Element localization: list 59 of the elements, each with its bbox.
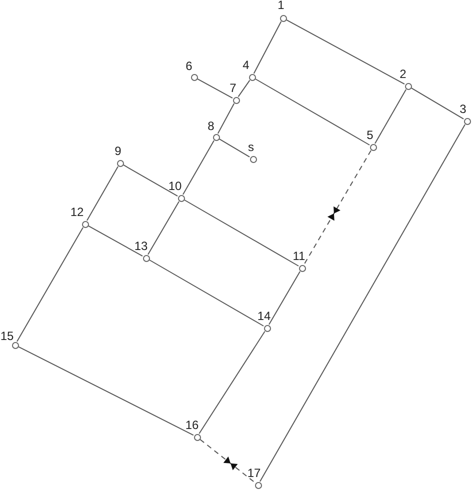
junction-node (212, 134, 220, 140)
pipe-line (184, 200, 300, 266)
junction-node (370, 144, 376, 150)
pipe-line (253, 21, 282, 74)
junction-node (232, 96, 240, 104)
junction-node (116, 160, 124, 166)
pipe-line (148, 260, 264, 326)
node-number: 7 (230, 82, 236, 94)
pipe-line (182, 140, 214, 196)
junction-node (280, 14, 286, 22)
node-number: s (248, 141, 254, 153)
pipe-line (88, 225, 143, 257)
junction-node (12, 342, 18, 348)
junction-node (248, 74, 256, 80)
pipe-line (260, 124, 466, 482)
pipe-line (286, 19, 405, 85)
pipe-line (148, 200, 180, 256)
dashed-pipe-line (200, 438, 256, 484)
node-number: 4 (242, 59, 250, 71)
junction-node (82, 220, 88, 228)
node-number: 15 (0, 330, 14, 342)
node-number: 16 (185, 419, 199, 431)
pipe-line (268, 270, 300, 326)
pipe-line (197, 78, 233, 99)
junction-node (142, 254, 150, 262)
pipe-line (198, 330, 266, 434)
node-number: 8 (208, 120, 214, 132)
node-number: 1 (278, 0, 284, 11)
node-number: 6 (186, 60, 192, 72)
node-number: 17 (247, 467, 261, 479)
node-number: 2 (400, 68, 406, 80)
node-number: 12 (70, 206, 84, 218)
junction-node (464, 118, 470, 124)
node-number: 5 (366, 129, 374, 141)
node-number: 11 (292, 250, 306, 262)
pipe-line (374, 88, 406, 144)
pipe-line (410, 88, 464, 120)
junction-node (264, 324, 270, 332)
junction-node (298, 264, 306, 272)
junction-node (194, 434, 200, 440)
node-number: 10 (168, 180, 182, 192)
pipe-line (18, 346, 194, 436)
node-number: 13 (134, 240, 148, 252)
pipe-line (217, 103, 235, 134)
pipe-line (122, 164, 178, 196)
pipe-line (16, 226, 84, 342)
junction-node (178, 194, 184, 202)
junction-node (254, 482, 262, 488)
dashed-pipe-line (304, 150, 372, 266)
pipe-line (254, 78, 370, 146)
node-number: 3 (460, 103, 466, 115)
junction-node (404, 82, 412, 90)
pipe-line (238, 80, 250, 98)
pipe-line (86, 166, 118, 222)
junction-node (250, 156, 256, 162)
node-number: 9 (114, 145, 122, 157)
junction-node (190, 74, 198, 80)
node-number: 14 (257, 310, 271, 322)
pipe-line (218, 138, 250, 158)
